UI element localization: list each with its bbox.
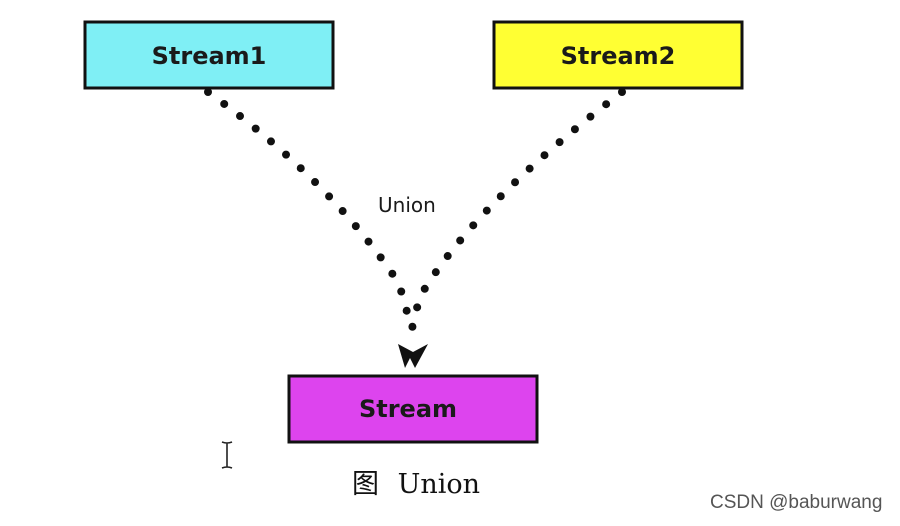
stream2-label: Stream2 [561,42,676,70]
stream-label: Stream [359,395,457,423]
stream-box [287,374,539,444]
stream2-node: Stream2 [492,20,744,90]
caption-prefix: 图 [352,469,379,500]
figure-caption: 图 Union [352,462,480,501]
dotted-edge-stream1 [204,88,414,334]
watermark: CSDN @baburwang [710,492,883,513]
text-cursor-icon [221,441,233,469]
dotted-edge-stream2 [408,88,626,334]
stream2-box [492,20,744,90]
arrowhead-icon [398,344,428,368]
stream1-box [83,20,335,90]
stream-node: Stream [287,374,539,444]
stream1-label: Stream1 [152,42,267,70]
union-label: Union [378,193,436,217]
caption-text: Union [397,469,481,500]
stream1-node: Stream1 [83,20,335,90]
